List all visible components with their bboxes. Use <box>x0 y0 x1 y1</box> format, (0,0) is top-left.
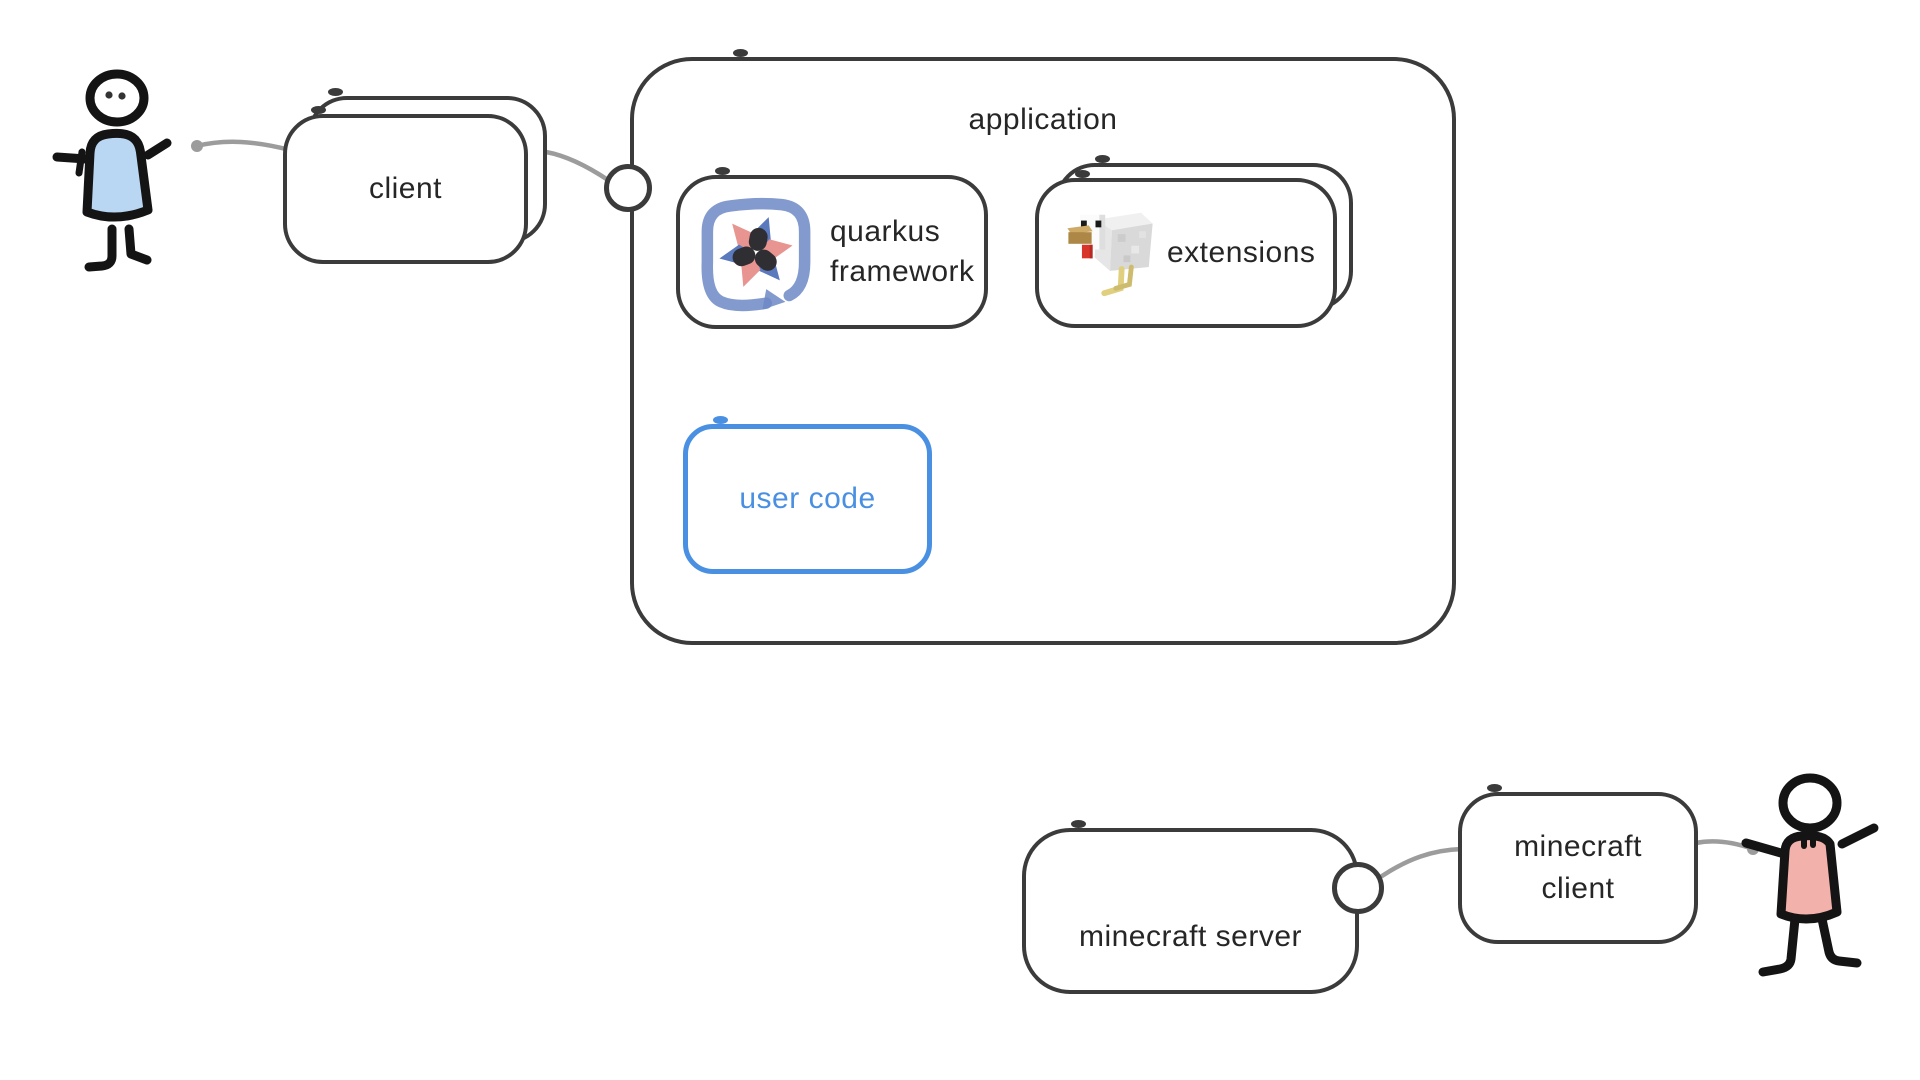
ink-dot <box>715 167 730 175</box>
person-left-leg <box>84 224 117 272</box>
minecraft-server-port-circle <box>1332 862 1384 914</box>
client-label: client <box>368 172 443 205</box>
person-body <box>1776 831 1842 924</box>
person-head <box>85 69 149 127</box>
person-eye <box>105 91 113 99</box>
ink-dot <box>1075 170 1090 178</box>
ink-dot <box>713 416 728 424</box>
person-head <box>1778 773 1842 833</box>
ink-dot <box>1071 820 1086 828</box>
person-left-hand <box>75 148 86 177</box>
user-code-label: user code <box>739 482 876 515</box>
person-eye <box>118 92 126 100</box>
minecraft-chicken-icon <box>1067 212 1153 297</box>
connector-server-to-client <box>1379 846 1465 879</box>
person-right-leg <box>124 224 152 265</box>
quarkus-framework-label: quarkus framework <box>830 212 975 292</box>
ink-dot <box>1487 784 1502 792</box>
person-right-leg <box>1817 914 1862 968</box>
minecraft-server-node: minecraft server <box>1022 828 1359 994</box>
application-port-circle <box>604 164 652 212</box>
quarkus-label-line2: framework <box>830 255 975 288</box>
minecraft-client-line2: client <box>1541 872 1615 905</box>
person-right-figure <box>1741 773 1879 977</box>
ink-dot <box>311 106 326 114</box>
quarkus-framework-node: quarkus framework <box>676 175 988 329</box>
ink-dot <box>1095 155 1110 163</box>
minecraft-client-label: minecraft client <box>1514 826 1642 910</box>
minecraft-client-line1: minecraft <box>1514 830 1642 863</box>
client-node: client <box>283 114 528 264</box>
quarkus-label-line1: quarkus <box>830 215 941 248</box>
quarkus-star <box>719 217 793 287</box>
connector-end-blob <box>191 140 203 152</box>
minecraft-server-label: minecraft server <box>1078 920 1303 953</box>
person-body <box>82 128 153 222</box>
ink-dot <box>328 88 343 96</box>
person-left-leg <box>1758 914 1800 977</box>
person-left-arm <box>1741 838 1786 858</box>
user-code-node: user code <box>683 424 932 574</box>
ink-dot <box>733 49 748 57</box>
extensions-node: extensions <box>1035 178 1337 328</box>
connector-person-to-client <box>194 139 293 153</box>
person-right-arm <box>143 138 172 160</box>
connector-client-to-application <box>543 149 611 183</box>
application-label: application <box>968 103 1118 136</box>
quarkus-logo-icon <box>701 197 811 312</box>
extensions-label: extensions <box>1167 236 1316 269</box>
minecraft-client-node: minecraft client <box>1458 792 1698 944</box>
person-right-arm <box>1837 823 1879 849</box>
person-left-figure <box>52 69 172 272</box>
